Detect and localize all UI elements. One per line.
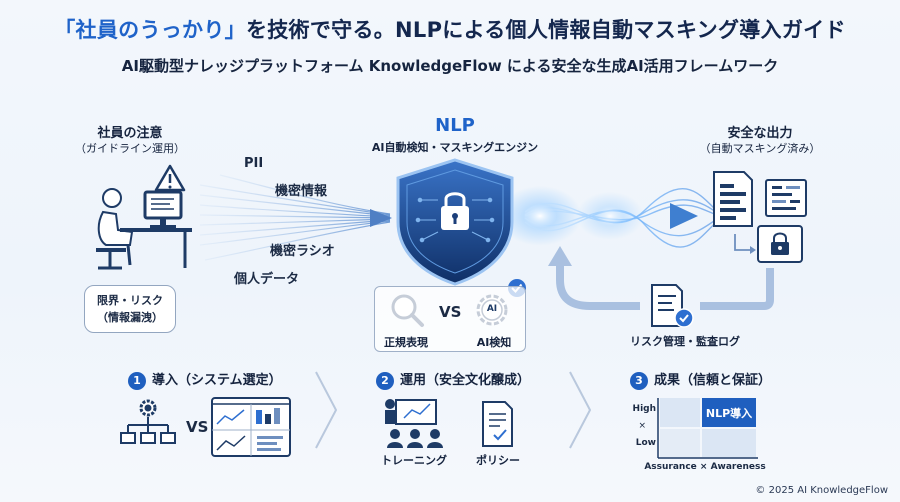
matrix-y-low: Low [635, 438, 656, 448]
flow-label-confidential-radio: 機密ラシオ [270, 244, 335, 259]
connector-arrow [734, 234, 752, 251]
flow-label-pii: PII [244, 156, 264, 171]
step-1-title: 1 導入（システム選定） [128, 369, 282, 390]
employee-caution-title: 社員の注意 [97, 126, 163, 141]
audit-log-icon [651, 284, 694, 328]
assurance-matrix [657, 398, 758, 459]
output-arrow [670, 203, 698, 229]
incoming-arrow [370, 209, 392, 227]
step-1-vs: VS [186, 418, 209, 436]
matrix-y-high: High [632, 404, 656, 414]
step-2-label: 運用（安全文化醸成） [400, 373, 531, 388]
employee-at-desk-icon [96, 188, 192, 270]
feedback-loop [700, 268, 774, 310]
connector-arrow [750, 246, 756, 254]
masked-document-icon [713, 171, 753, 227]
title-highlight: 「社員のうっかり」 [54, 18, 246, 42]
glow-spot [498, 186, 582, 246]
warning-icon [154, 164, 186, 192]
page-subtitle: AI駆動型ナレッジプラットフォーム KnowledgeFlow による安全な生成… [121, 57, 779, 75]
matrix-y-times: × [638, 421, 646, 431]
risk-bubble: 限界・リスク （情報漏洩） [84, 285, 176, 333]
masked-document-icon [765, 179, 807, 217]
title-rest: を技術で守る。NLPによる個人情報自動マスキング導入ガイド [245, 18, 846, 42]
step-1-number: 1 [128, 371, 146, 390]
risk-audit-label: リスク管理・監査ログ [630, 335, 740, 348]
copyright-footer: © 2025 AI KnowledgeFlow [755, 485, 888, 496]
feedback-loop [556, 262, 640, 310]
vault-lock-icon [757, 225, 803, 263]
shield-icon [396, 158, 514, 286]
step-2-title: 2 運用（安全文化醸成） [376, 369, 530, 390]
safe-output-title: 安全な出力 [727, 126, 793, 141]
compare-vs: VS [439, 303, 462, 321]
dashboard-compare-icon [211, 397, 291, 457]
training-label: トレーニング [381, 454, 447, 467]
detection-compare-panel [374, 286, 526, 352]
nlp-title: NLP [435, 115, 475, 136]
glow-spot [576, 192, 644, 240]
org-gear-icon [120, 399, 176, 444]
policy-label: ポリシー [476, 454, 520, 467]
step-3-title: 3 成果（信頼と保証） [630, 369, 771, 390]
safe-output-subtitle: （自動マスキング済み） [699, 142, 821, 155]
feedback-arrowhead [548, 246, 572, 266]
step-1-label: 導入（システム選定） [152, 373, 282, 388]
matrix-highlight-cell: NLP導入 [702, 398, 756, 427]
matrix-x-label: Assurance × Awareness [644, 462, 766, 472]
policy-document-icon [482, 401, 513, 447]
flow-label-personal-data: 個人データ [234, 272, 300, 287]
flow-label-confidential: 機密情報 [275, 184, 328, 199]
ai-chip-label: AI [486, 304, 498, 314]
nlp-subtitle: AI自動検知・マスキングエンジン [371, 141, 539, 154]
step-3-number: 3 [630, 371, 648, 390]
step-chevron [315, 371, 338, 449]
compare-regex-label: 正規表現 [384, 336, 428, 349]
risk-bubble-line2: （情報漏洩） [97, 311, 163, 324]
training-icon [385, 399, 443, 448]
step-chevron [569, 371, 592, 449]
step-3-label: 成果（信頼と保証） [654, 373, 772, 388]
risk-bubble-line1: 限界・リスク [97, 294, 163, 307]
employee-caution-subtitle: （ガイドライン運用） [75, 142, 185, 155]
incoming-streams [199, 174, 391, 261]
page-title: 「社員のうっかり」を技術で守る。NLPによる個人情報自動マスキング導入ガイド [0, 14, 900, 44]
compare-ai-label: AI検知 [476, 336, 512, 349]
step-2-number: 2 [376, 371, 394, 390]
